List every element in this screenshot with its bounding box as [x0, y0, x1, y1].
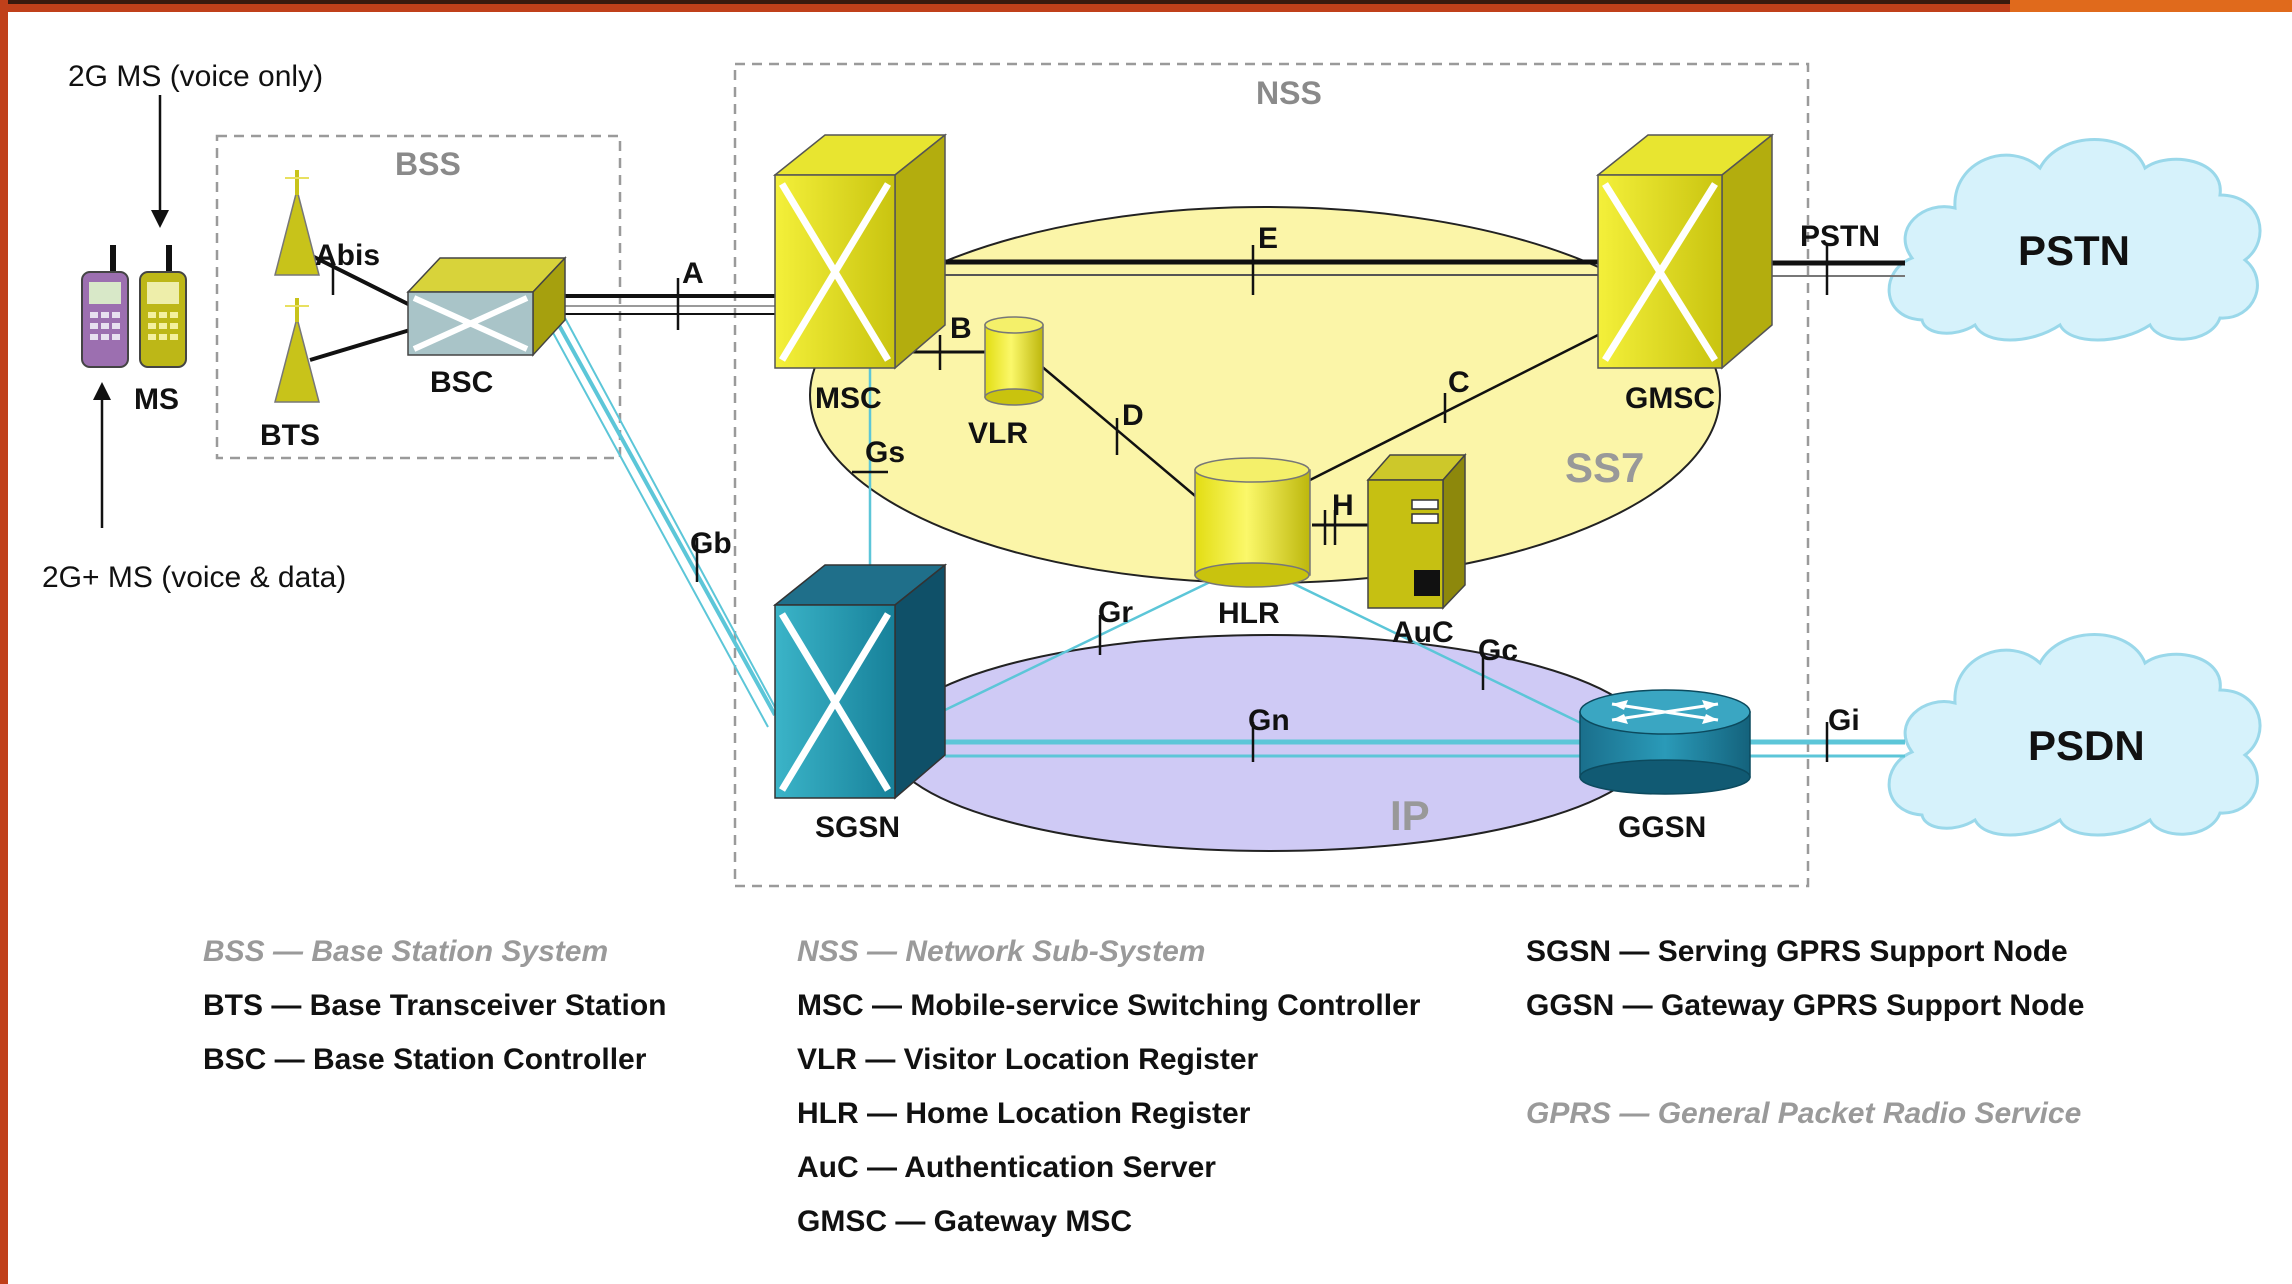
- pstn-cloud-icon: [1887, 138, 2262, 342]
- h-interface-label: H: [1332, 489, 1354, 522]
- b-interface-label: B: [950, 312, 972, 345]
- d-interface-label: D: [1122, 399, 1144, 432]
- gmsc-label: GMSC: [1625, 382, 1715, 415]
- left-frame-bar: [0, 0, 8, 1284]
- ss7-label: SS7: [1565, 444, 1644, 491]
- ms-2gplus-label: 2G+ MS (voice & data): [42, 561, 346, 594]
- switch-box-icon: [406, 256, 567, 357]
- psdn-cloud-icon: [1887, 633, 2262, 837]
- legend-msc: MSC — Mobile-service Switching Controlle…: [797, 989, 1421, 1022]
- legend-hlr: HLR — Home Location Register: [797, 1097, 1251, 1130]
- top-frame-accent: [2010, 0, 2292, 12]
- antenna-tower-icon: [274, 298, 320, 403]
- switch-box-icon: [772, 563, 948, 800]
- gi-interface-label: Gi: [1828, 704, 1860, 737]
- mobile-phone-icon: [139, 245, 187, 368]
- bss-label: BSS: [395, 146, 461, 182]
- legend-vlr: VLR — Visitor Location Register: [797, 1043, 1259, 1076]
- nss-boundary: [733, 62, 1810, 888]
- a-interface-label: A: [682, 257, 704, 290]
- msc-label: MSC: [815, 382, 882, 415]
- antenna-tower-icon: [274, 170, 320, 276]
- ms-label: MS: [134, 383, 179, 416]
- ggsn-label: GGSN: [1618, 811, 1706, 844]
- e-interface-label: E: [1258, 222, 1278, 255]
- router-icon: [1579, 689, 1751, 795]
- c-interface-label: C: [1448, 366, 1470, 399]
- server-icon: [1366, 453, 1467, 610]
- gr-interface-label: Gr: [1098, 596, 1133, 629]
- database-cylinder-icon: [984, 316, 1044, 406]
- legend-auc: AuC — Authentication Server: [797, 1151, 1216, 1184]
- database-cylinder-icon: [1194, 457, 1311, 588]
- ms-2g-label: 2G MS (voice only): [68, 60, 323, 93]
- pstn-cloud-label: PSTN: [2018, 227, 2130, 274]
- nss-label: NSS: [1256, 75, 1322, 111]
- auc-label: AuC: [1392, 616, 1454, 649]
- links: [93, 95, 1905, 762]
- gb-interface-label: Gb: [690, 527, 732, 560]
- legend-sgsn: SGSN — Serving GPRS Support Node: [1526, 935, 2068, 968]
- mobile-phone-icon: [81, 245, 129, 368]
- psdn-cloud-label: PSDN: [2028, 722, 2145, 769]
- legend-bts: BTS — Base Transceiver Station: [203, 989, 667, 1022]
- switch-box-icon: [1595, 133, 1775, 370]
- abis-label: Abis: [315, 239, 380, 272]
- gc-interface-label: Gc: [1478, 634, 1518, 667]
- ip-label: IP: [1390, 792, 1430, 839]
- top-frame-dark-strip: [0, 0, 2292, 4]
- legend-ggsn: GGSN — Gateway GPRS Support Node: [1526, 989, 2085, 1022]
- bts-label: BTS: [260, 419, 320, 452]
- pstn-link-label: PSTN: [1800, 220, 1880, 253]
- switch-box-icon: [772, 133, 948, 370]
- legend-gmsc: GMSC — Gateway MSC: [797, 1205, 1133, 1238]
- gs-interface-label: Gs: [865, 436, 905, 469]
- legend-gprs: GPRS — General Packet Radio Service: [1526, 1097, 2082, 1130]
- gn-interface-label: Gn: [1248, 704, 1290, 737]
- legend-bsc: BSC — Base Station Controller: [203, 1043, 647, 1076]
- vlr-label: VLR: [968, 417, 1028, 450]
- bsc-label: BSC: [430, 366, 493, 399]
- hlr-label: HLR: [1218, 597, 1280, 630]
- sgsn-label: SGSN: [815, 811, 900, 844]
- legend-bss: BSS — Base Station System: [203, 935, 609, 968]
- legend-nss: NSS — Network Sub-System: [797, 935, 1206, 968]
